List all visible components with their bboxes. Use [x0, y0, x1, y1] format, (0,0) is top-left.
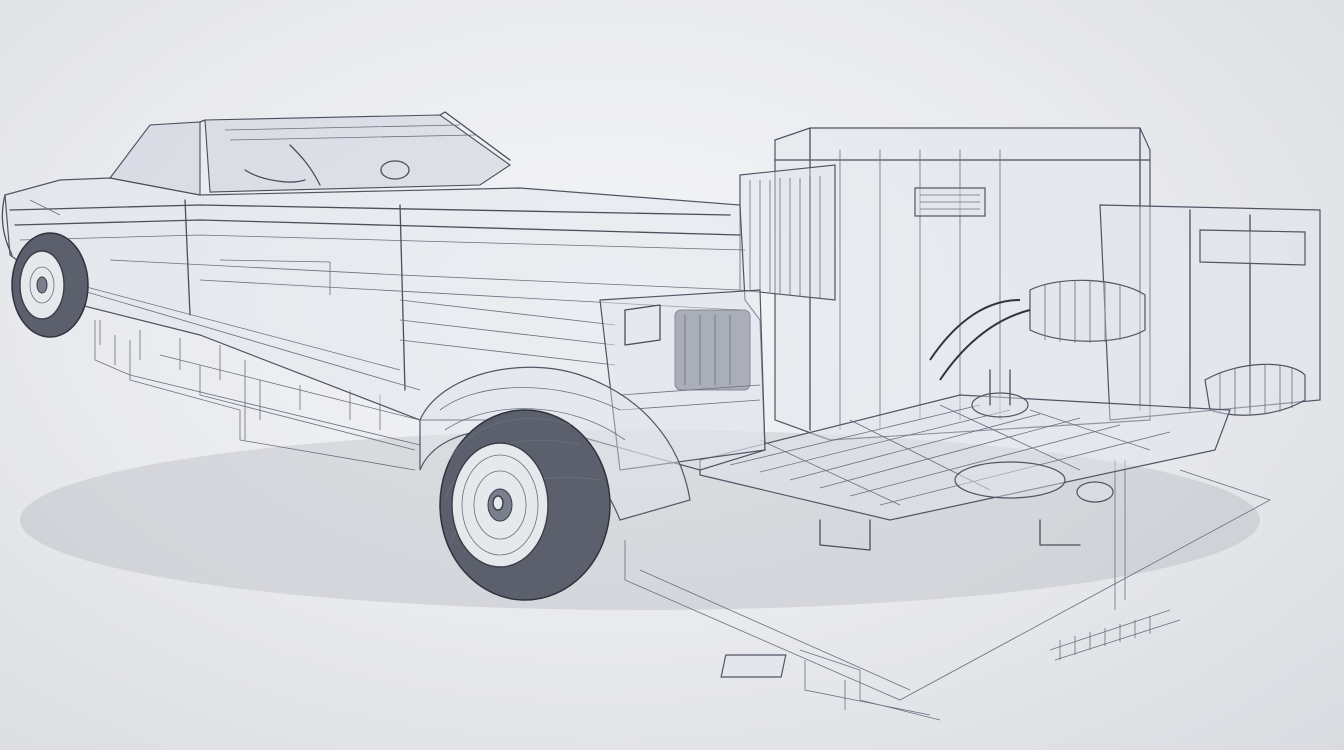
floor-blueprint-left [94, 320, 421, 471]
truck-body [1, 111, 766, 521]
cargo-machinery [699, 127, 1321, 551]
front-wheel [11, 232, 89, 338]
rear-wheel [439, 409, 611, 601]
floor-blueprint-right [624, 460, 1272, 721]
ground-shadow [20, 430, 1260, 610]
